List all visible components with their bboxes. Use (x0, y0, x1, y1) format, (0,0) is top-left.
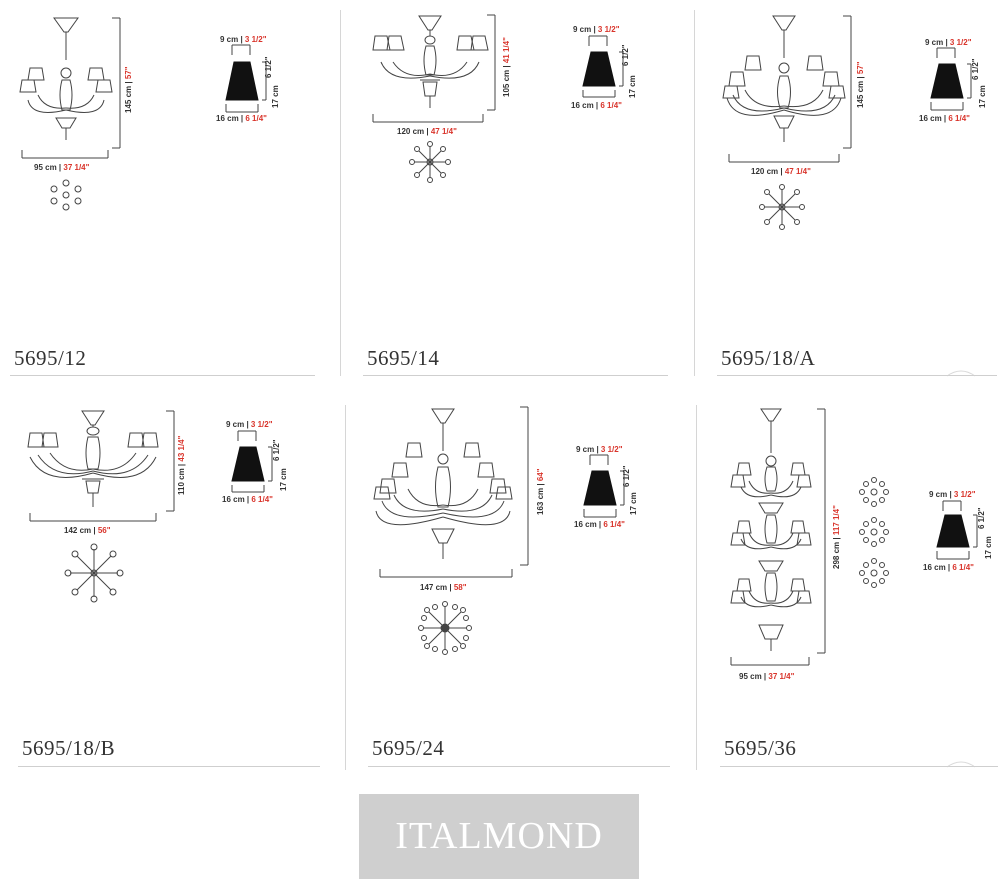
model-code: 5695/36 (724, 736, 797, 760)
top-view-icon (859, 517, 889, 547)
shade-height-label: 17 cm (279, 468, 288, 491)
model-code: 5695/24 (372, 736, 445, 760)
top-view-icon (859, 558, 889, 588)
cell-rule (720, 766, 998, 767)
top-view-icon (409, 141, 451, 183)
shade-top-label: 9 cm | 3 1/2" (925, 38, 972, 47)
shade-height-label: 17 cm (978, 85, 987, 108)
shade-icon (231, 430, 273, 493)
model-width-label: 142 cm | 56" (64, 526, 111, 535)
shade-icon (583, 454, 625, 518)
chandelier-drawing: 105 cm | 41 1/4" 120 cm | 47 1/4" 9 cm |… (372, 14, 637, 183)
column-divider (345, 405, 346, 770)
model-code: 5695/18/B (22, 736, 116, 760)
shade-bottom-label: 16 cm | 6 1/4" (574, 520, 625, 529)
shade-height-label: 17 cm (984, 536, 993, 559)
cell-rule (18, 766, 320, 767)
shade-height-in-label: 6 1/2" (977, 507, 986, 529)
model-code: 5695/14 (367, 346, 440, 370)
model-code: 5695/12 (14, 346, 87, 370)
cell-rule (368, 766, 670, 767)
model-height-label: 105 cm | 41 1/4" (502, 37, 511, 97)
chandelier-drawing: 145 cm | 57" 95 cm | 37 1/4" 9 cm | 3 1/… (19, 17, 280, 211)
top-view-icon (50, 179, 82, 211)
product-cell-5695-36: 298 cm | 117 1/4" 95 cm | 37 1/4" 9 cm |… (697, 395, 999, 775)
shade-height-in-label: 6 1/2" (971, 58, 980, 80)
shade-top-label: 9 cm | 3 1/2" (576, 445, 623, 454)
product-cell-5695-18-b: 110 cm | 43 1/4" 142 cm | 56" 9 cm | 3 1… (0, 395, 345, 775)
model-width-label: 95 cm | 37 1/4" (34, 163, 90, 172)
shade-top-label: 9 cm | 3 1/2" (573, 25, 620, 34)
shade-top-label: 9 cm | 3 1/2" (226, 420, 273, 429)
chandelier-drawing: 145 cm | 57" 120 cm | 47 1/4" 9 cm | 3 1… (722, 15, 987, 377)
shade-icon (225, 44, 267, 113)
cell-rule (10, 375, 315, 376)
shade-height-in-label: 6 1/2" (264, 56, 273, 78)
model-height-label: 110 cm | 43 1/4" (177, 435, 186, 495)
model-width-label: 120 cm | 47 1/4" (397, 127, 457, 136)
shade-top-label: 9 cm | 3 1/2" (929, 490, 976, 499)
shade-bottom-label: 16 cm | 6 1/4" (216, 114, 267, 123)
product-cell-5695-14: 105 cm | 41 1/4" 120 cm | 47 1/4" 9 cm |… (345, 0, 694, 380)
shade-icon (930, 47, 972, 111)
chandelier-drawing: 110 cm | 43 1/4" 142 cm | 56" 9 cm | 3 1… (27, 410, 288, 603)
shade-bottom-label: 16 cm | 6 1/4" (919, 114, 970, 123)
model-width-label: 95 cm | 37 1/4" (739, 672, 795, 681)
top-view-icon (64, 543, 124, 603)
model-code: 5695/18/A (721, 346, 816, 370)
model-width-label: 120 cm | 47 1/4" (751, 167, 811, 176)
shade-height-in-label: 6 1/2" (621, 44, 630, 66)
shade-height-label: 17 cm (629, 492, 638, 515)
model-height-label: 298 cm | 117 1/4" (832, 505, 841, 569)
shade-icon (582, 35, 624, 98)
shade-bottom-label: 16 cm | 6 1/4" (222, 495, 273, 504)
column-divider (340, 10, 341, 376)
column-divider (694, 10, 695, 376)
shade-height-in-label: 6 1/2" (272, 439, 281, 461)
cell-rule (363, 375, 668, 376)
shade-height-label: 17 cm (628, 75, 637, 98)
chandelier-drawing: 163 cm | 64" 147 cm | 58" 9 cm | 3 1/2" … (373, 406, 638, 655)
column-divider (696, 405, 697, 770)
shade-top-label: 9 cm | 3 1/2" (220, 35, 267, 44)
chandelier-drawing: 298 cm | 117 1/4" 95 cm | 37 1/4" 9 cm |… (730, 408, 993, 768)
shade-icon (936, 500, 978, 560)
model-height-label: 163 cm | 64" (536, 468, 545, 515)
shade-height-label: 17 cm (271, 85, 280, 108)
shade-height-in-label: 6 1/2" (622, 465, 631, 487)
model-height-label: 145 cm | 57" (124, 66, 133, 113)
product-cell-5695-18-a: 145 cm | 57" 120 cm | 47 1/4" 9 cm | 3 1… (695, 0, 999, 380)
cell-rule (717, 375, 997, 376)
product-cell-5695-24: 163 cm | 64" 147 cm | 58" 9 cm | 3 1/2" … (346, 395, 696, 775)
shade-bottom-label: 16 cm | 6 1/4" (571, 101, 622, 110)
model-width-label: 147 cm | 58" (420, 583, 467, 592)
top-view-icon (759, 184, 805, 230)
product-cell-5695-12: 145 cm | 57" 95 cm | 37 1/4" 9 cm | 3 1/… (0, 0, 340, 380)
shade-bottom-label: 16 cm | 6 1/4" (923, 563, 974, 572)
brand-logo: ITALMOND (359, 794, 639, 879)
model-height-label: 145 cm | 57" (856, 61, 865, 108)
top-view-icon (418, 601, 472, 655)
top-view-icon (859, 477, 889, 507)
